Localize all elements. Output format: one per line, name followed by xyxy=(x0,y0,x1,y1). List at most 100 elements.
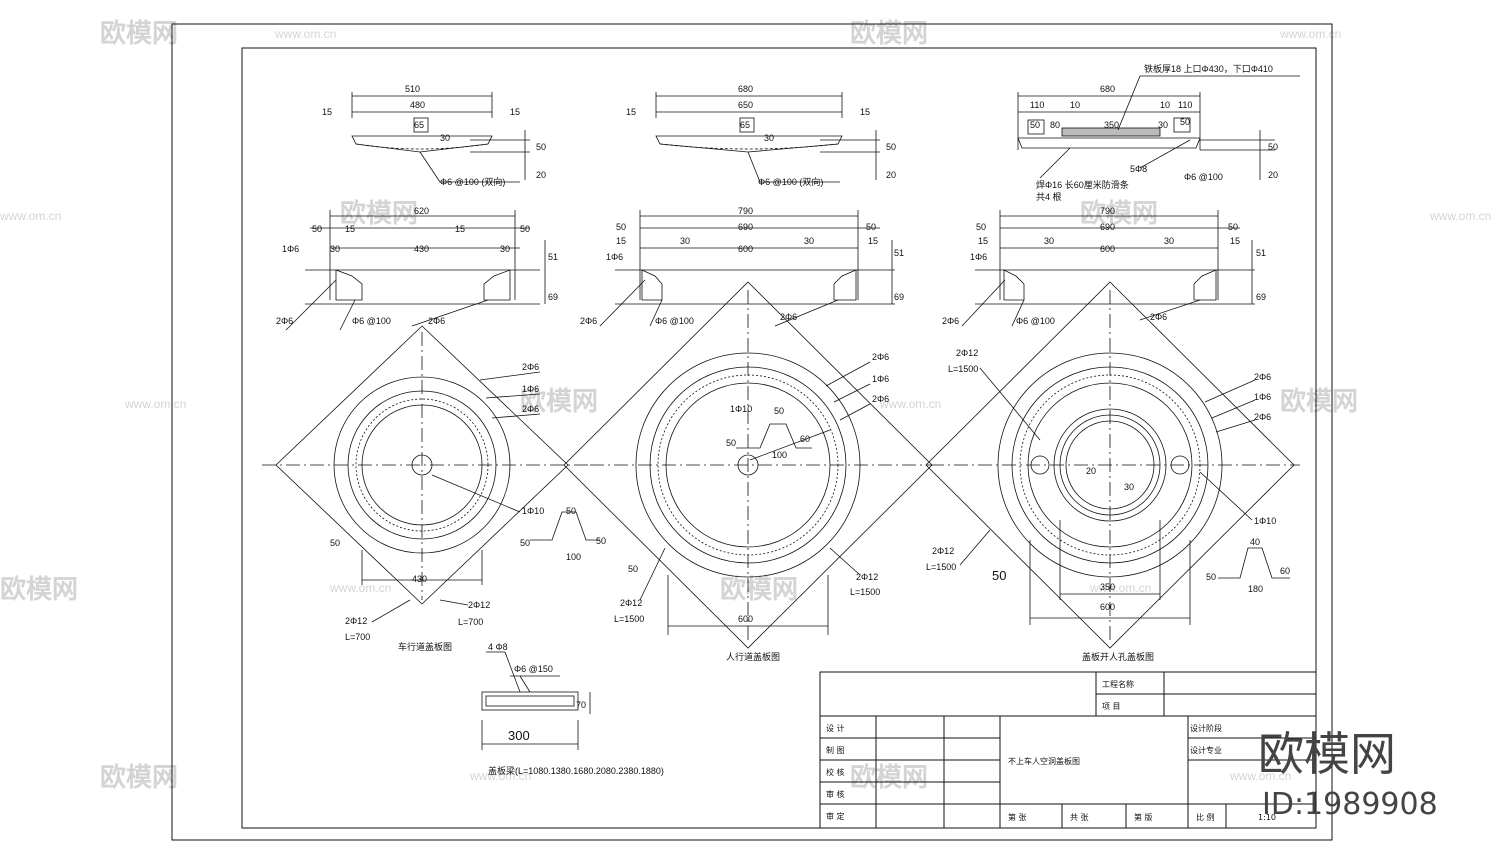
dim-label: 69 xyxy=(894,292,904,302)
view-3 xyxy=(925,75,1300,649)
dim-label: 510 xyxy=(405,84,420,94)
dim-label: 480 xyxy=(410,100,425,110)
dim-label: 600 xyxy=(1100,244,1115,254)
dim-label: 50 xyxy=(628,564,638,574)
dim-label: 15 xyxy=(626,107,636,117)
item-label: 项 目 xyxy=(1102,702,1121,711)
rebar-label: 2Φ6 xyxy=(522,362,539,372)
dim-label: 20 xyxy=(1086,466,1096,476)
dim-label: 30 xyxy=(1044,236,1054,246)
view-2 xyxy=(563,92,933,649)
dim-label: 15 xyxy=(510,107,520,117)
brand-id: ID:1989908 xyxy=(1262,787,1438,822)
note-label: 铁板厚18 上口Φ430，下口Φ410 xyxy=(1144,63,1273,74)
dim-label: 15 xyxy=(455,224,465,234)
note-label: Φ6 @100 xyxy=(1184,172,1223,182)
dim-label: 50 xyxy=(976,222,986,232)
watermark-text: 欧模网 xyxy=(100,18,178,49)
note-label: 焊Φ16 长60厘米防滑条 xyxy=(1036,179,1129,190)
dim-label: 50 xyxy=(866,222,876,232)
rebar-label: 1Φ6 xyxy=(1254,392,1271,402)
dim-label: 790 xyxy=(738,206,753,216)
note-label: 共4 根 xyxy=(1036,191,1062,202)
dim-label: 350 xyxy=(1104,120,1119,130)
watermark-url: www.om.cn xyxy=(469,769,531,783)
dim-label: 30 xyxy=(764,133,774,143)
rebar-label: 1Φ10 xyxy=(730,404,752,414)
title-block-text: 工程名称 项 目 设 计 制 图 校 核 审 核 审 定 不上车人空洞盖板图 设… xyxy=(826,679,1276,822)
watermark-text: 欧模网 xyxy=(850,18,928,49)
watermark-url: www.om.cn xyxy=(329,581,391,595)
rebar-label: 2Φ12 xyxy=(620,598,642,608)
rebar-label: L=1500 xyxy=(614,614,644,624)
watermark-url: www.om.cn xyxy=(274,27,336,41)
dim-label: 650 xyxy=(738,100,753,110)
note-label: 盖板梁(L=1080.1380.1680.2080.2380.1880) xyxy=(488,765,664,776)
dim-label: 15 xyxy=(616,236,626,246)
dim-label: 100 xyxy=(772,450,787,460)
rebar-label: 2Φ6 xyxy=(276,316,293,326)
dim-label: 60 xyxy=(1280,566,1290,576)
rebar-label: 2Φ12 xyxy=(468,600,490,610)
dim-label: 50 xyxy=(1268,142,1278,152)
watermark-text: 欧模网 xyxy=(720,574,798,605)
inner-frame xyxy=(241,47,1317,829)
dim-label: 690 xyxy=(1100,222,1115,232)
rebar-label: L=700 xyxy=(345,632,370,642)
dim-label: 80 xyxy=(1050,120,1060,130)
view-caption: 人行道盖板图 xyxy=(726,651,780,662)
dim-label: 20 xyxy=(536,170,546,180)
rebar-label: 2Φ6 xyxy=(872,394,889,404)
rebar-label: Φ6 @100 (双向) xyxy=(758,176,823,187)
rebar-label: 2Φ12 xyxy=(956,348,978,358)
dim-label: 600 xyxy=(738,244,753,254)
role-label: 设 计 xyxy=(826,723,845,733)
drawing-title: 不上车人空洞盖板图 xyxy=(1008,756,1080,766)
rebar-label: 2Φ12 xyxy=(856,572,878,582)
dim-label: 15 xyxy=(860,107,870,117)
brand-mark: 欧模网 ID:1989908 xyxy=(1258,727,1438,822)
total-sheets-label: 共 张 xyxy=(1070,813,1089,822)
dim-label: 50 xyxy=(886,142,896,152)
dim-label: 70 xyxy=(576,700,586,710)
role-label: 审 核 xyxy=(826,789,845,799)
watermark-url: www.om.cn xyxy=(0,209,61,223)
dim-label: 350 xyxy=(1100,582,1115,592)
rebar-label: 2Φ12 xyxy=(345,616,367,626)
rebar-label: 1Φ10 xyxy=(522,506,544,516)
dim-label: 15 xyxy=(322,107,332,117)
dim-label: 300 xyxy=(508,728,530,743)
role-label: 制 图 xyxy=(826,745,845,755)
watermark-text: 欧模网 xyxy=(0,574,78,605)
dim-label: 680 xyxy=(738,84,753,94)
design-specialty-label: 设计专业 xyxy=(1190,745,1222,755)
scale-value: 1:10 xyxy=(1258,813,1276,822)
rebar-label: 2Φ6 xyxy=(942,316,959,326)
dim-label: 50 xyxy=(726,438,736,448)
dim-label: 20 xyxy=(886,170,896,180)
dim-label: 30 xyxy=(1164,236,1174,246)
rebar-label: 2Φ6 xyxy=(580,316,597,326)
watermark-text: 欧模网 xyxy=(1280,386,1358,417)
dim-label: 30 xyxy=(804,236,814,246)
dim-label: 15 xyxy=(978,236,988,246)
dim-label: 51 xyxy=(548,252,558,262)
view-1-labels: 510 480 15 15 65 30 50 20 Φ6 @100 (双向) 6… xyxy=(276,84,606,652)
rebar-label: Φ6 @100 xyxy=(352,316,391,326)
dim-label: 50 xyxy=(566,506,576,516)
dim-label: 30 xyxy=(330,244,340,254)
rebar-label: L=1500 xyxy=(926,562,956,572)
note-label: 5Φ8 xyxy=(1130,164,1147,174)
rebar-label: L=700 xyxy=(458,617,483,627)
rebar-label: Φ6 @100 xyxy=(655,316,694,326)
rebar-label: 2Φ6 xyxy=(428,316,445,326)
rebar-label: Φ6 @150 xyxy=(514,664,553,674)
dim-label: 100 xyxy=(566,552,581,562)
dim-label: 50 xyxy=(992,568,1006,583)
dim-label: 65 xyxy=(414,120,424,130)
dim-label: 430 xyxy=(414,244,429,254)
rebar-label: 2Φ6 xyxy=(522,404,539,414)
rebar-label: 1Φ6 xyxy=(282,244,299,254)
watermark-text: 欧模网 xyxy=(340,198,418,229)
view-1 xyxy=(262,92,600,623)
